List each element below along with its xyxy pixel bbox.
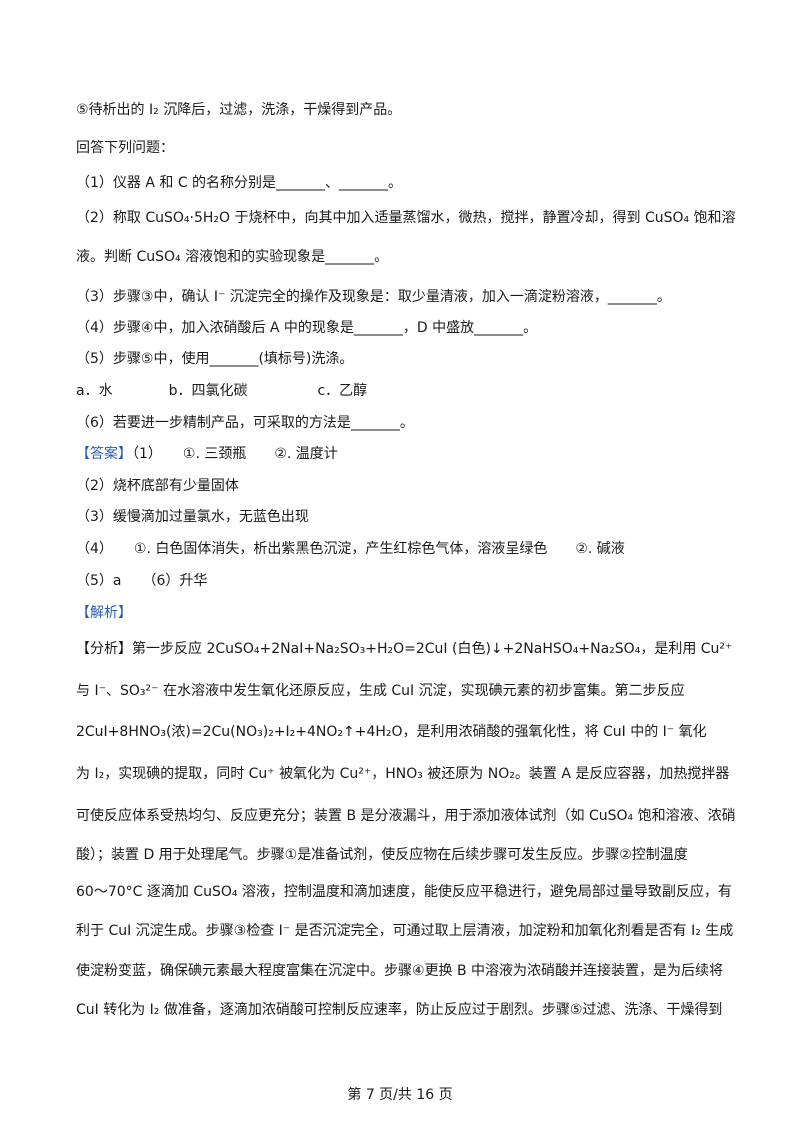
analysis-line: 2CuI+8HNO₃(浓)=2Cu(NO₃)₂+I₂+4NO₂↑+4H₂O，是利…	[76, 724, 707, 740]
analysis-heading: 【解析】	[76, 603, 736, 623]
analysis-line: 【分析】第一步反应 2CuSO₄+2NaI+Na₂SO₃+H₂O=2CuI (白…	[76, 641, 733, 657]
question-1: （1）仪器 A 和 C 的名称分别是_______、_______。	[76, 175, 403, 191]
text-line: ⑤待析出的 I₂ 沉降后，过滤，洗涤，干燥得到产品。	[76, 102, 402, 118]
analysis-line: CuI 转化为 I₂ 做准备，逐滴加浓硝酸可控制反应速率，防止反应过于剧烈。步骤…	[76, 1002, 723, 1018]
answer-line: 【答案】（1） ①. 三颈瓶 ②. 温度计	[76, 444, 736, 464]
analysis-line: 60～70°C 逐滴加 CuSO₄ 溶液，控制温度和滴加速度，能使反应平稳进行，…	[76, 884, 732, 900]
answer-3: （3）缓慢滴加过量氯水，无蓝色出现	[76, 509, 309, 525]
question-5-options: a．水 b．四氯化碳 c．乙醇	[76, 383, 368, 399]
answer-5-6: （5）a （6）升华	[76, 573, 208, 589]
answer-label: 【答案】	[76, 446, 132, 462]
analysis-line: 利于 CuI 沉淀生成。步骤③检查 I⁻ 是否沉淀完全，可通过取上层清液，加淀粉…	[76, 923, 734, 939]
analysis-label: 【解析】	[76, 605, 132, 621]
analysis-line: 可使反应体系受热均匀、反应更充分；装置 B 是分液漏斗，用于添加液体试剂（如 C…	[76, 808, 736, 824]
page-footer: 第 7 页/共 16 页	[347, 1087, 453, 1103]
question-2-cont: 液。判断 CuSO₄ 溶液饱和的实验现象是_______。	[76, 249, 389, 265]
question-6: （6）若要进一步精制产品，可采取的方法是_______。	[76, 415, 414, 431]
question-4: （4）步骤④中，加入浓硝酸后 A 中的现象是_______，D 中盛放_____…	[76, 320, 538, 336]
answer-text: （1） ①. 三颈瓶 ②. 温度计	[132, 446, 338, 462]
answer-2: （2）烧杯底部有少量固体	[76, 478, 239, 494]
text-line: 回答下列问题：	[76, 140, 174, 156]
analysis-line: 与 I⁻、SO₃²⁻ 在水溶液中发生氧化还原反应，生成 CuI 沉淀，实现碘元素…	[76, 683, 685, 699]
analysis-line: 为 I₂，实现碘的提取，同时 Cu⁺ 被氧化为 Cu²⁺，HNO₃ 被还原为 N…	[76, 766, 730, 782]
question-2: （2）称取 CuSO₄·5H₂O 于烧杯中，向其中加入适量蒸馏水，微热，搅拌，静…	[76, 210, 736, 226]
answer-4: （4） ①. 白色固体消失，析出紫黑色沉淀，产生红棕色气体，溶液呈绿色 ②. 碱…	[76, 541, 625, 557]
question-3: （3）步骤③中，确认 I⁻ 沉淀完全的操作及现象是：取少量清液，加入一滴淀粉溶液…	[76, 289, 671, 305]
question-5: （5）步骤⑤中，使用_______(填标号)洗涤。	[76, 351, 354, 367]
analysis-line: 使淀粉变蓝，确保碘元素最大程度富集在沉淀中。步骤④更换 B 中溶液为浓硝酸并连接…	[76, 963, 724, 979]
analysis-line: 酸）；装置 D 用于处理尾气。步骤①是准备试剂，使反应物在后续步骤可发生反应。步…	[76, 847, 688, 863]
